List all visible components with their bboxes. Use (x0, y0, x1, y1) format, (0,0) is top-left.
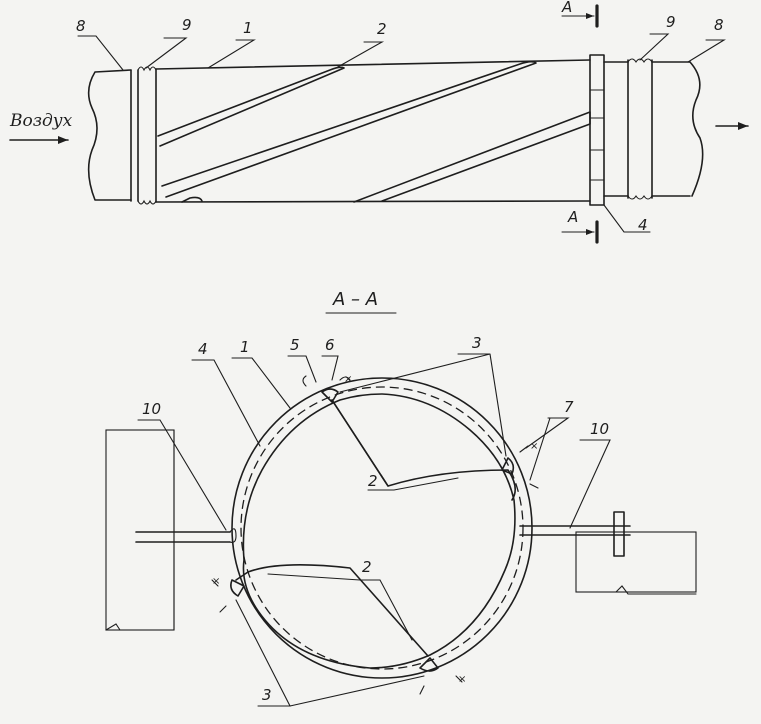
svg-text:×: × (530, 441, 538, 452)
inner-pipe (242, 393, 516, 669)
callout-6: 6 (325, 336, 335, 354)
callout-4-top: 4 (638, 216, 648, 234)
wall-left (105, 429, 175, 631)
wall-right (575, 531, 697, 595)
section-marker-top: A (561, 0, 599, 28)
support-rod-left (135, 528, 237, 543)
callout-8-right: 8 (714, 16, 724, 34)
callout-2-upper: 2 (368, 472, 378, 490)
svg-text:A: A (561, 0, 572, 16)
air-flow-arrows (9, 122, 749, 144)
callout-8-left: 8 (76, 17, 86, 35)
callout-9-right: 9 (666, 13, 676, 31)
svg-text:×: × (458, 674, 466, 685)
ring-outer (231, 377, 533, 679)
top-view-callouts: 8 9 1 2 9 8 4 (76, 13, 726, 234)
spiral-turbulizers (157, 60, 591, 203)
section-marker-bottom: A (561, 208, 599, 244)
pipe-assembly-side-view: Воздух A A 8 9 1 2 9 8 (9, 0, 749, 244)
outlet-pipe (651, 61, 704, 197)
main-pipe (155, 59, 591, 203)
callout-3-bottom: 3 (262, 686, 272, 704)
ribs (230, 388, 515, 672)
ring-dashed (240, 386, 524, 670)
callout-1: 1 (243, 19, 253, 37)
support-ring (589, 54, 605, 206)
section-title: А – А (332, 289, 378, 310)
callout-5: 5 (290, 336, 300, 354)
callout-7: 7 (564, 398, 574, 416)
callout-2-lower: 2 (362, 558, 372, 576)
section-callouts: 4 1 5 6 3 7 10 10 2 2 3 (137, 334, 611, 707)
air-label: Воздух (9, 111, 73, 131)
cross-section-a-a: А – А (105, 289, 697, 707)
callout-2: 2 (377, 20, 387, 38)
callout-3-top: 3 (472, 334, 482, 352)
support-rod-right (519, 511, 631, 557)
inlet-pipe (87, 69, 132, 202)
bellows-left (137, 66, 157, 205)
callout-10-left: 10 (142, 400, 161, 418)
svg-text:×: × (212, 576, 220, 587)
callout-10-right: 10 (590, 420, 609, 438)
callout-1-section: 1 (240, 338, 250, 356)
callout-9-left: 9 (182, 16, 192, 34)
blades (235, 399, 516, 657)
bellows-right (603, 58, 653, 200)
svg-text:A: A (567, 208, 578, 226)
clamps: × × × × (211, 374, 539, 695)
svg-text:×: × (344, 374, 352, 385)
callout-4-section: 4 (198, 340, 208, 358)
